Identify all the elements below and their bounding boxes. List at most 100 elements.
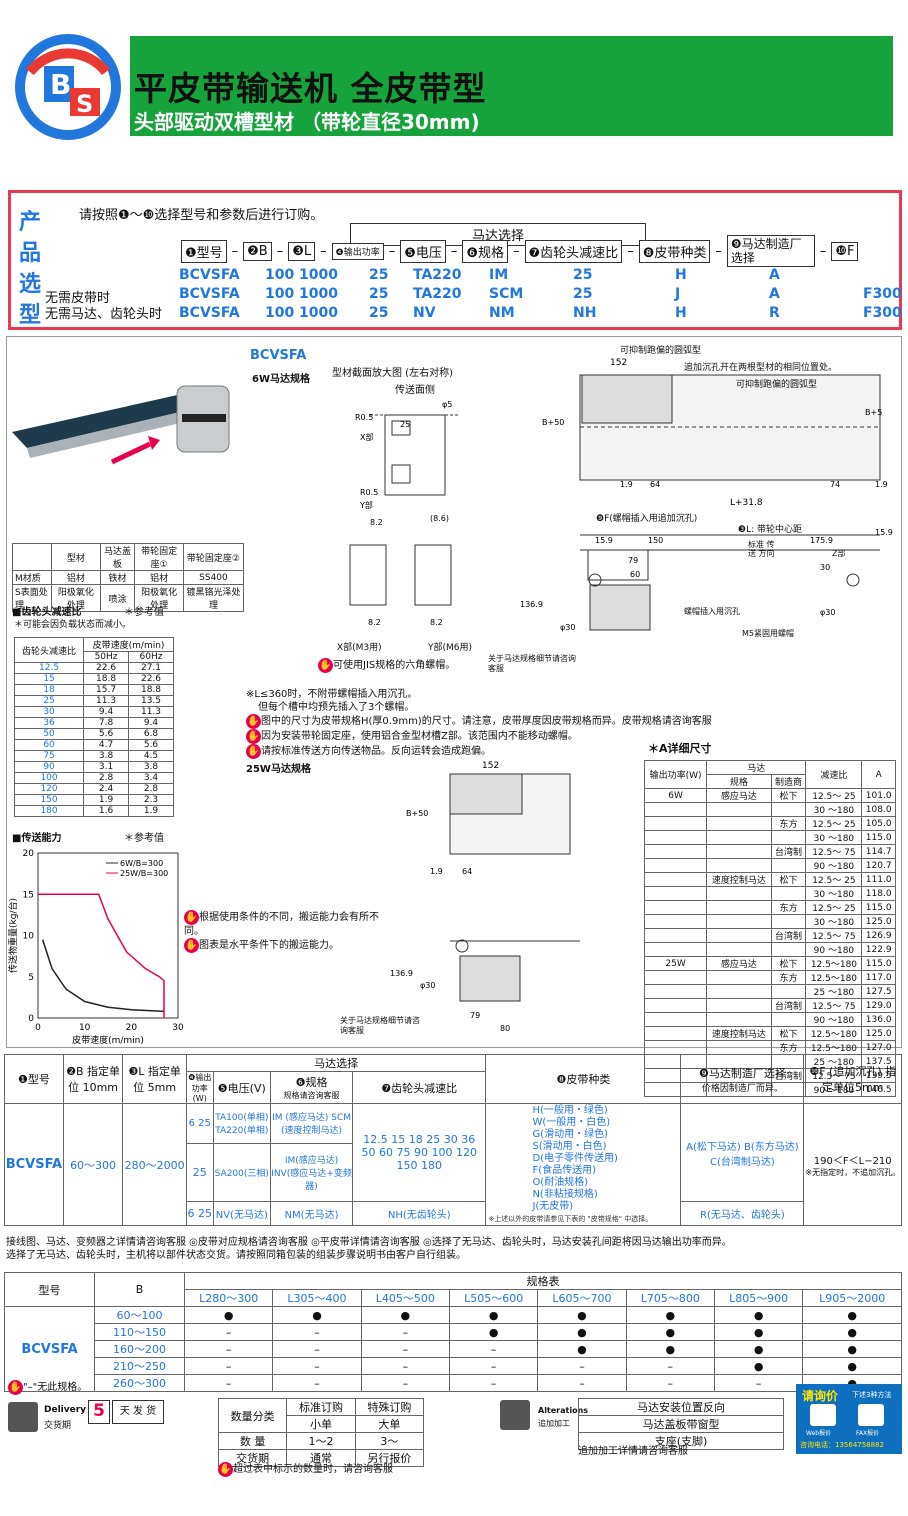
spec-cell: ● [802,1340,902,1358]
spec-row: 260～300–––––––● [5,1374,902,1392]
adetail-cell: 125.0 [861,914,896,929]
svg-text:1.9: 1.9 [620,480,633,489]
adetail-cell: 台湾制 [770,998,807,1013]
adetail-cell: 30 ～180 [805,914,863,929]
order-example-value: NV [413,305,436,321]
logo: B S [14,32,122,142]
adetail-cell: 115.0 [861,956,896,971]
material-header: 马达盖板 [99,543,136,571]
page-title: 平皮带输送机 全皮带型 [134,69,487,108]
delivery-days: 5 [88,1400,110,1424]
fax-icon[interactable] [858,1404,884,1426]
order-example-value: J [675,286,681,302]
belt-item: O(耐油规格) [532,1176,589,1188]
svg-text:15.9: 15.9 [595,536,613,545]
y-axis-label: 传送物重量(kg/台) [8,898,19,973]
spec-model: BCVSFA [4,1306,95,1392]
belt-item: D(电子零件传送用) [532,1152,618,1164]
material-header [11,543,53,571]
side-label: 产 品 选 型 [18,210,41,328]
order-example-value: TA220 [413,286,462,302]
svg-text:152: 152 [610,358,627,368]
svg-text:64: 64 [650,480,660,489]
speed-cell: 120 [13,783,85,795]
order-example-value: 100 [265,305,295,321]
inquiry-box[interactable]: 请询价 下述3种方法 Web报价 FAX报价 咨询电话：13564758882 [796,1384,902,1454]
svg-text:136.9: 136.9 [520,600,543,609]
note-motor: 关于马达规格细节请咨询客服 [488,654,576,673]
alterations-table: 马达安装位置反向 马达盖板带窗型 支座(支脚) [578,1398,784,1450]
adetail-cell [643,1012,708,1027]
spec-cell: ● [448,1306,539,1324]
adetail-cell [770,830,807,845]
svg-text:15.9: 15.9 [875,528,893,537]
alterations-label: Alterations [538,1406,589,1415]
adetail-cell: 30 ～180 [805,830,863,845]
speed-ref: ＊参考值 [124,607,164,618]
order-example-value: BCVSFA [179,267,240,283]
adetail-cell: 115.0 [861,830,896,845]
speed-cell: 5.6 [128,739,174,751]
spec-cell: ● [802,1306,902,1324]
speed-cell: 4.7 [83,739,130,751]
truck-icon [8,1402,38,1432]
adetail-cell [706,1012,772,1027]
speed-cell: 180 [13,805,85,817]
order-example-value: 25 [573,286,593,302]
hint-icon: ✋ [246,744,261,759]
x-tick-label: 0 [35,1023,41,1033]
svg-text:175.9: 175.9 [810,536,833,545]
material-cell: 铝材 [134,570,184,585]
delivery-label: Delivery [44,1405,87,1415]
material-cell: 镀黑铬光泽处理 [182,584,245,612]
y-tick-label: 20 [23,849,35,859]
svg-text:8.2: 8.2 [430,618,443,627]
adetail-cell: 25W [643,956,708,971]
adetail-cell [643,942,708,957]
belt-note: ※上述以外的皮带请参见下表的 "皮带规格" 中选择。 [488,1214,653,1223]
order-example-value: 1000 [299,267,338,283]
adetail-cell: 129.0 [861,998,896,1013]
x-tick-label: 20 [126,1023,138,1033]
speed-cell: 1.9 [83,794,130,806]
belt-item: W(一般用・白色) [532,1116,611,1128]
adetail-cell: 速度控制马达 [706,1026,772,1041]
web-icon[interactable] [810,1404,836,1426]
spec-cell: – [272,1357,362,1375]
belt-list: H(一般用・绿色)W(一般用・白色)G(滑动用・绿色)S(滑动用・白色)D(电子… [485,1103,682,1226]
order-example-value: BCVSFA [179,286,240,302]
adetail-cell [643,914,708,929]
top-note-3: 可抑制跑偏的圆弧型 [736,380,818,390]
alterations-cn: 追加加工 [538,1419,570,1428]
adetail-cell: 127.5 [861,984,896,999]
hint-icon: ✋ [246,714,261,729]
adetail-cell: 117.0 [861,970,896,985]
svg-text:60: 60 [630,570,640,579]
adetail-cell [770,886,807,901]
svg-text:φ5: φ5 [442,400,452,409]
speed-cell: 2.3 [128,794,174,806]
svg-text:φ30: φ30 [560,623,575,632]
order-example-value: A [769,267,780,283]
speed-note: ＊可能会因负载状态而减小。 [14,620,132,630]
speed-cell: 90 [13,761,85,773]
svg-text:R0.5: R0.5 [355,413,373,422]
y-tick-label: 15 [23,890,34,900]
adetail-cell [706,942,772,957]
spec-row: 210～250––––––●● [5,1357,902,1375]
svg-text:φ30: φ30 [420,981,435,990]
x-part: X部(M3用) [337,643,382,653]
svg-text:74: 74 [830,480,840,489]
spec-cell: ● [713,1340,804,1358]
